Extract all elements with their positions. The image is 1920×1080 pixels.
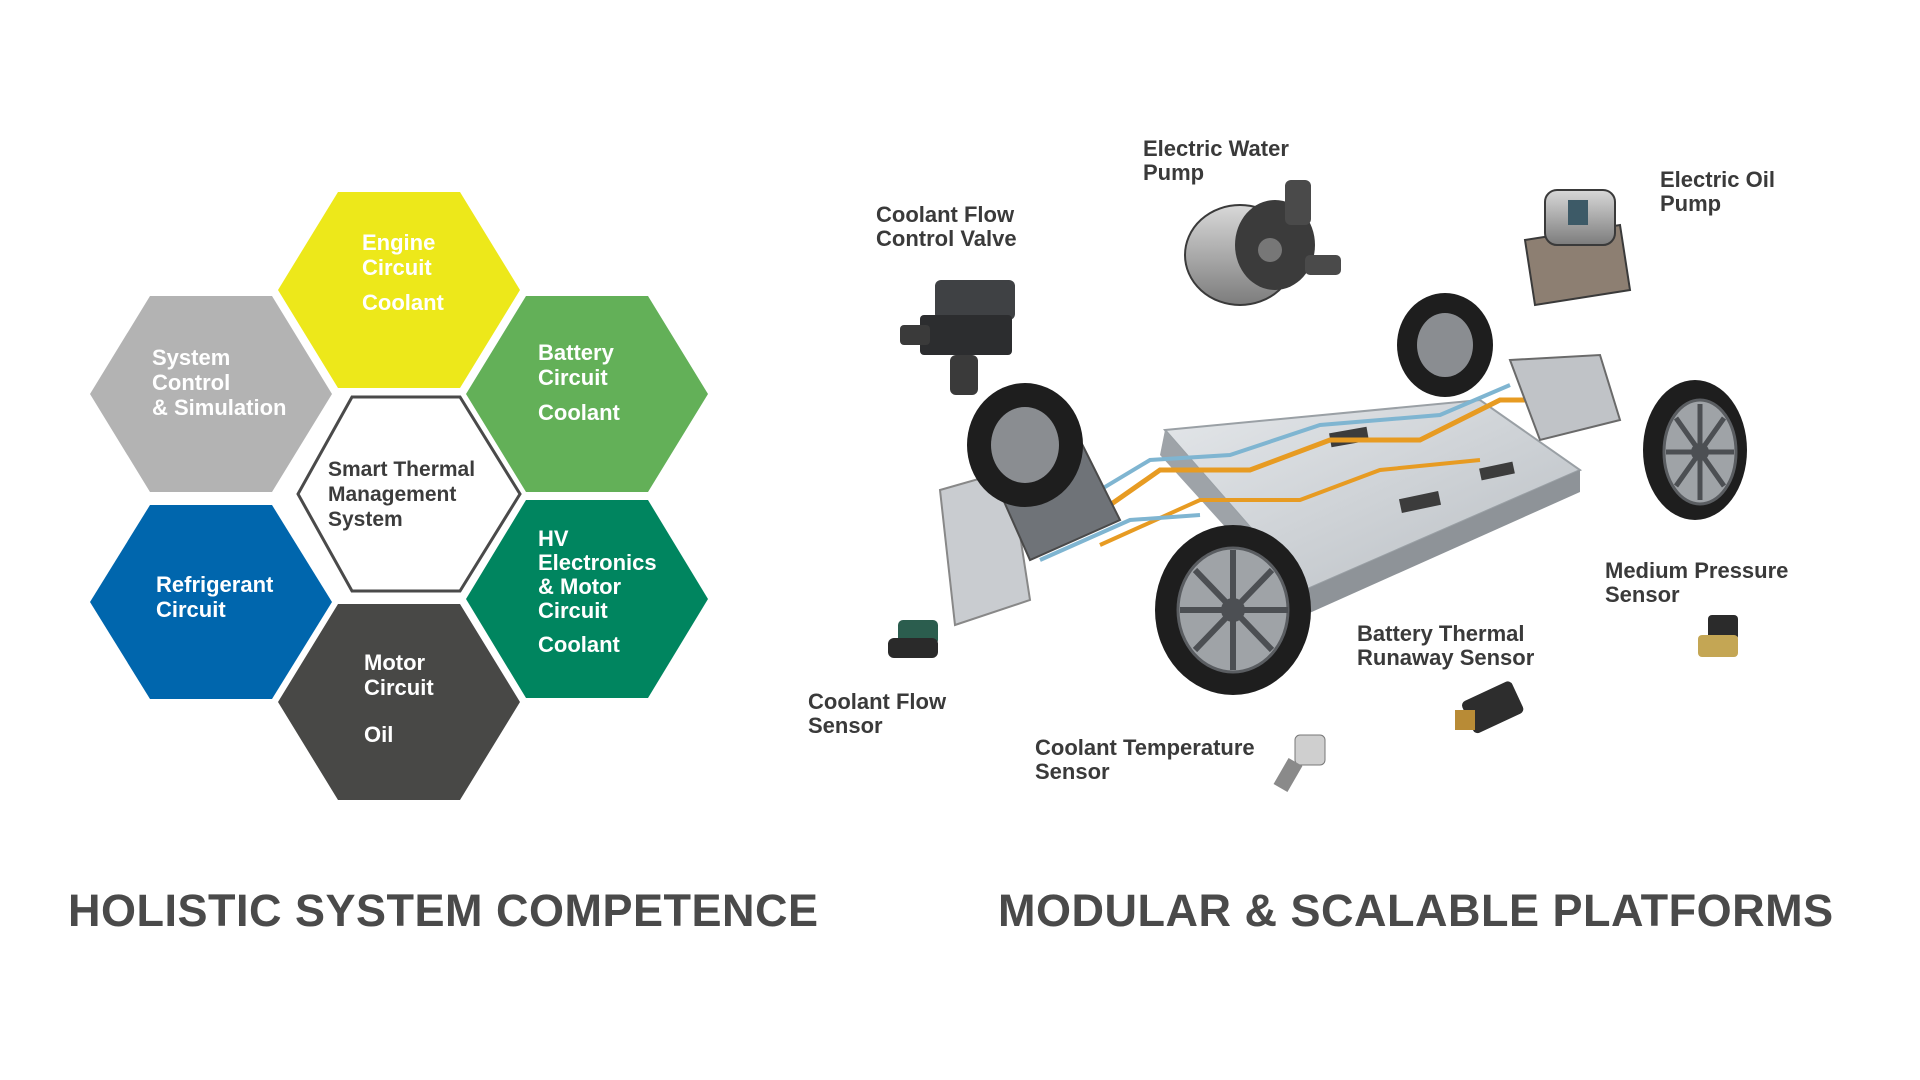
electric-oil-pump [1523, 189, 1632, 307]
wheel-rear-right [1643, 380, 1747, 520]
heading-holistic: HOLISTIC SYSTEM COMPETENCE [68, 885, 819, 936]
hex-hv-line-1: HV [538, 526, 569, 551]
coolant-line-orange [1058, 397, 1560, 543]
hex-center-line-1: Smart Thermal [328, 458, 476, 481]
callout-flow-sensor-line-2: Sensor [808, 713, 883, 738]
hex-engine-label: Engine Circuit Coolant [362, 230, 444, 315]
hex-hv-shape [466, 500, 708, 698]
battery-thermal-runaway-sensor [1455, 681, 1524, 734]
hex-battery-label: Battery Circuit Coolant [538, 340, 620, 425]
hex-center-line-2: Management [328, 483, 457, 506]
wheel-rear-left [1397, 293, 1493, 397]
electric-water-pump [1184, 180, 1341, 306]
coolant-line-blue-2 [1039, 513, 1201, 562]
callout-temp-sensor-line-1: Coolant Temperature [1035, 735, 1255, 760]
wheels [967, 293, 1747, 695]
hex-system-shape [90, 296, 332, 492]
hex-engine-shape [278, 192, 520, 388]
coolant-temperature-sensor [1273, 734, 1326, 792]
coolant-line-blue [1048, 383, 1511, 522]
coolant-flow-sensor [888, 620, 938, 658]
callout-flow-sensor-line-1: Coolant Flow [808, 689, 947, 714]
hex-refrigerant-shape [90, 505, 332, 699]
hex-refrigerant-line-2: Circuit [156, 597, 226, 622]
battery-vent-2 [1398, 490, 1442, 514]
hex-hv-line-2: Electronics [538, 550, 657, 575]
medium-pressure-sensor [1698, 615, 1738, 657]
callout-water-pump-line-1: Electric Water [1143, 136, 1289, 161]
hex-system-line-3: & Simulation [152, 395, 287, 420]
hex-system-label: System Control & Simulation [152, 345, 286, 420]
callout-runaway-sensor-line-1: Battery Thermal [1357, 621, 1525, 646]
hex-hv-line-3: & Motor [538, 574, 622, 599]
battery-tray-front [1305, 470, 1580, 615]
hex-engine-line-2: Circuit [362, 255, 432, 280]
hex-refrigerant-label: Refrigerant Circuit [156, 572, 273, 622]
hex-hv-sub: Coolant [538, 632, 620, 657]
hex-motor-sub: Oil [364, 722, 394, 747]
callout-water-pump: Electric Water Pump [1143, 137, 1289, 185]
callout-runaway-sensor: Battery Thermal Runaway Sensor [1357, 622, 1534, 670]
battery-vent-3 [1479, 461, 1515, 481]
hex-engine-sub: Coolant [362, 290, 444, 315]
hex-hv-line-4: Circuit [538, 598, 608, 623]
callout-flow-valve-line-2: Control Valve [876, 226, 1017, 251]
hex-motor-label: Motor Circuit Oil [364, 650, 434, 747]
hex-center-label: Smart Thermal Management System [328, 457, 475, 532]
callout-oil-pump-line-2: Pump [1660, 191, 1722, 216]
hex-motor-line-2: Circuit [364, 675, 434, 700]
heading-modular: MODULAR & SCALABLE PLATFORMS [998, 885, 1834, 936]
hex-system-line-2: Control [152, 370, 231, 395]
coolant-line-orange-2 [1099, 458, 1481, 547]
hex-battery-line-1: Battery [538, 340, 614, 365]
hex-center-shape [296, 395, 522, 593]
callout-temp-sensor-line-2: Sensor [1035, 759, 1110, 784]
callout-oil-pump: Electric Oil Pump [1660, 168, 1775, 216]
hex-refrigerant-line-1: Refrigerant [156, 572, 274, 597]
hex-battery-sub: Coolant [538, 400, 620, 425]
callout-runaway-sensor-line-2: Runaway Sensor [1357, 645, 1535, 670]
rear-drive-unit [1508, 353, 1622, 442]
hex-motor-line-1: Motor [364, 650, 426, 675]
hex-system-line-1: System [152, 345, 231, 370]
hex-motor-shape [278, 604, 520, 800]
callout-water-pump-line-2: Pump [1143, 160, 1205, 185]
callout-pressure-sensor-line-2: Sensor [1605, 582, 1680, 607]
callout-pressure-sensor-line-1: Medium Pressure [1605, 558, 1789, 583]
wheel-front-left [967, 383, 1083, 507]
callout-pressure-sensor: Medium Pressure Sensor [1605, 559, 1788, 607]
callout-temp-sensor: Coolant Temperature Sensor [1035, 736, 1255, 784]
hex-center-line-3: System [328, 508, 403, 531]
callout-flow-valve-line-1: Coolant Flow [876, 202, 1015, 227]
hex-battery-line-2: Circuit [538, 365, 608, 390]
callout-oil-pump-line-1: Electric Oil [1660, 167, 1775, 192]
coolant-flow-control-valve [900, 280, 1015, 395]
callout-flow-sensor: Coolant Flow Sensor [808, 690, 946, 738]
hex-battery-shape [466, 296, 708, 492]
hex-hv-label: HV Electronics & Motor Circuit Coolant [538, 527, 657, 657]
wheel-front-right [1155, 525, 1311, 695]
hex-engine-line-1: Engine [362, 230, 436, 255]
callout-flow-valve: Coolant Flow Control Valve [876, 203, 1017, 251]
